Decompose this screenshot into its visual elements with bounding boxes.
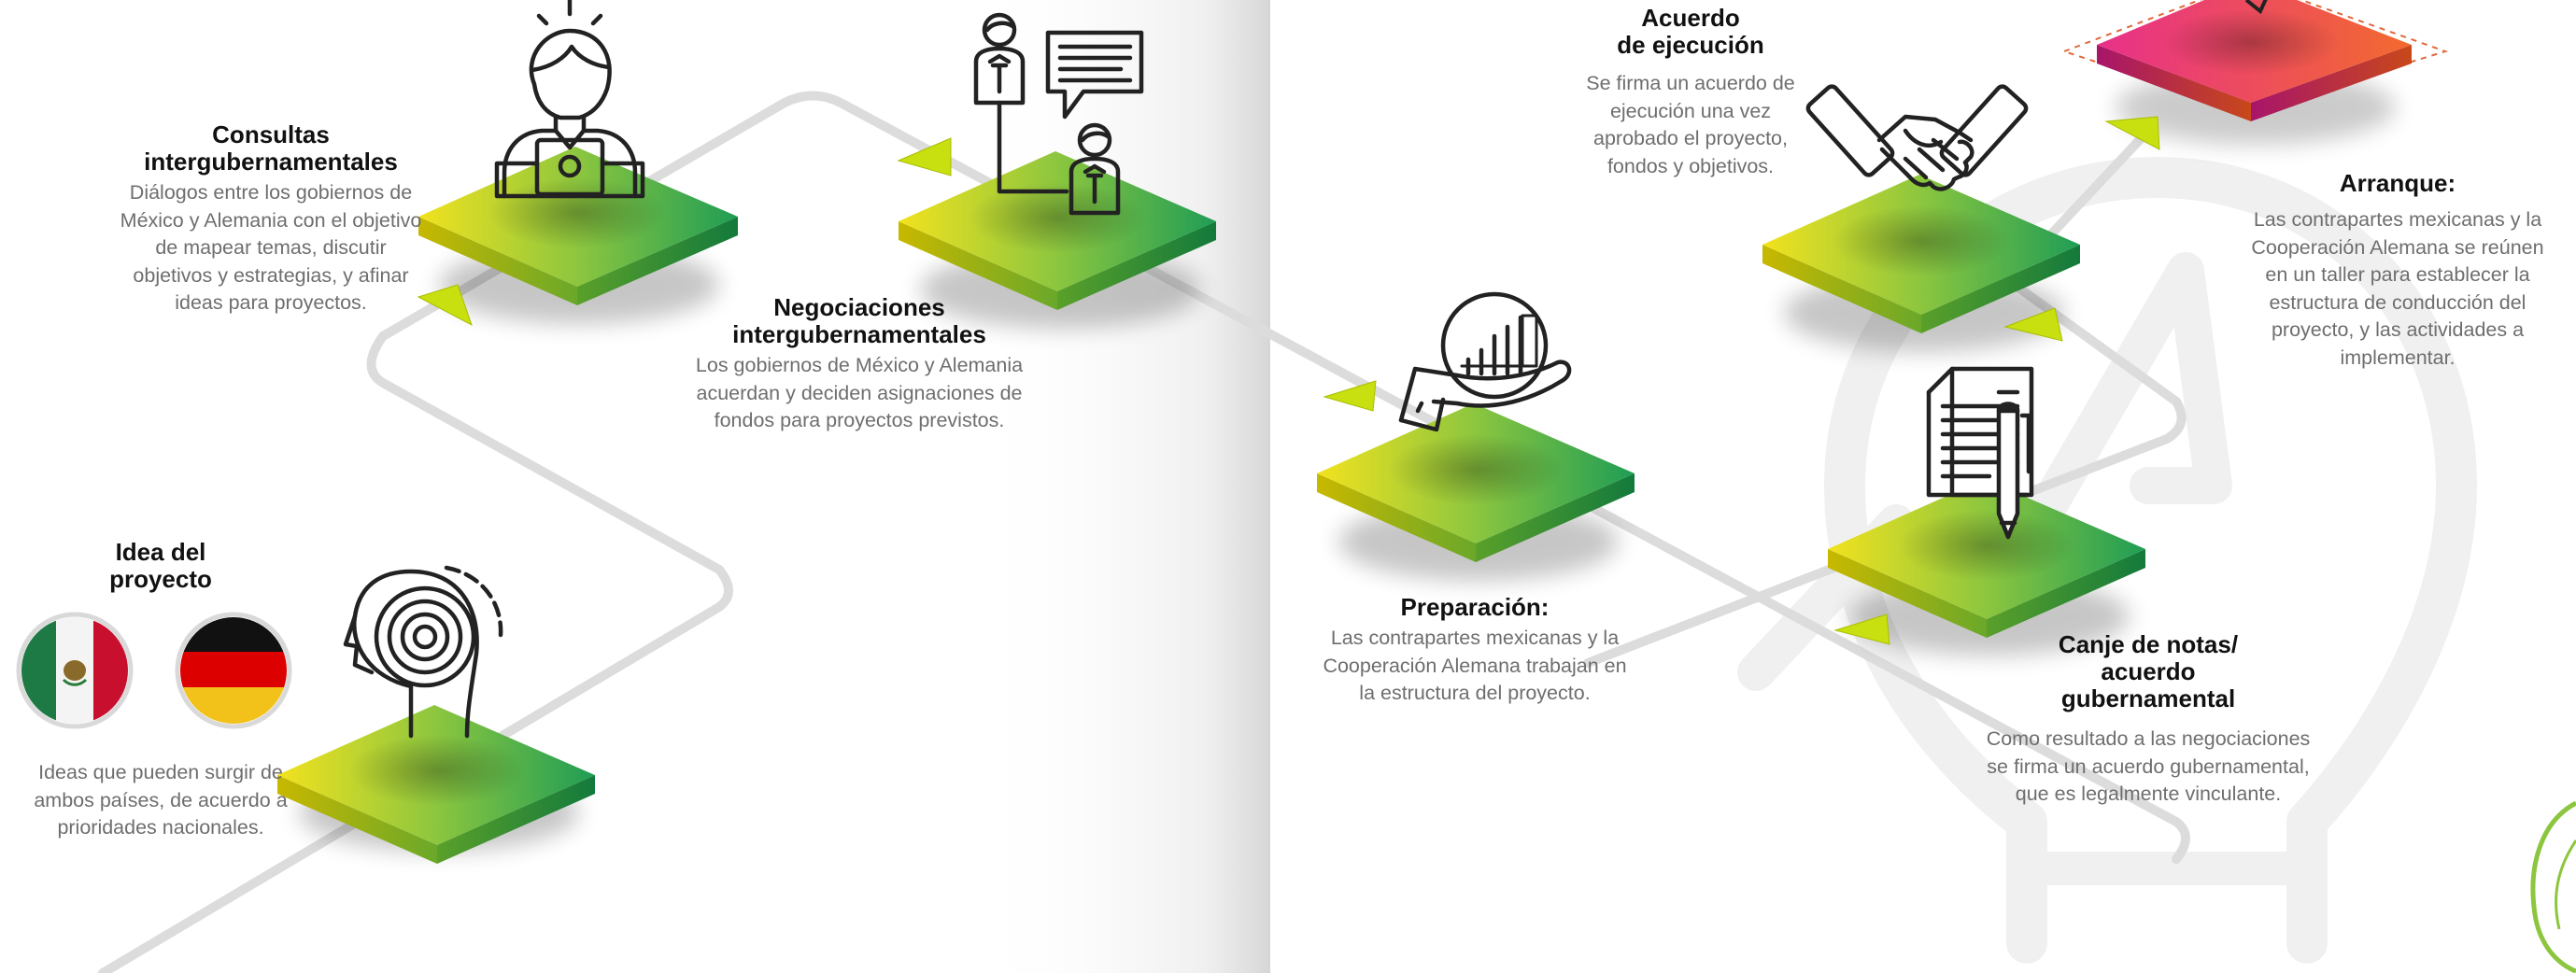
process-path-upper xyxy=(1583,126,2187,668)
handshake-icon xyxy=(1805,84,2029,191)
tile-canje xyxy=(1828,479,2145,656)
document-pen-icon xyxy=(1926,366,2034,540)
people-conversation-icon xyxy=(973,12,1144,216)
step-preparacion-title: Preparación: xyxy=(1400,593,1550,621)
process-path xyxy=(98,91,2190,973)
tile-acuerdo xyxy=(1762,175,2080,352)
person-at-laptop-icon xyxy=(494,0,645,199)
step-idea: Idea del proyecto Ideas que pueden surgi… xyxy=(2,539,319,842)
step-preparacion-description: Las contrapartes mexicanas y la Cooperac… xyxy=(1323,627,1627,704)
step-idea-description: Ideas que pueden surgir de ambos países,… xyxy=(34,761,288,839)
step-acuerdo-description: Se firma un acuerdo de ejecución una vez… xyxy=(1586,72,1795,177)
tile-arranque xyxy=(2060,0,2449,145)
leaf-vein xyxy=(2555,839,2576,930)
step-canje-title: Canje de notas/ acuerdo gubernamental xyxy=(2058,630,2239,712)
step-arranque: Arranque: Las contrapartes mexicanas y l… xyxy=(2242,170,2554,372)
step-arranque-title: Arranque: xyxy=(2339,169,2456,197)
step-consultas-title: Consultas intergubernamentales xyxy=(144,120,398,176)
arrow-4 xyxy=(1833,613,1890,645)
step-acuerdo: Acuerdo de ejecución Se firma un acuerdo… xyxy=(1569,5,1812,180)
step-negociaciones-title: Negociaciones intergubernamentales xyxy=(732,293,986,348)
germany-flag xyxy=(173,610,294,731)
arrow-2 xyxy=(897,137,952,176)
step-canje-description: Como resultado a las negociaciones se fi… xyxy=(1986,727,2311,805)
step-acuerdo-title: Acuerdo de ejecución xyxy=(1617,4,1764,59)
step-negociaciones-description: Los gobiernos de México y Alemania acuer… xyxy=(695,354,1024,431)
tile-preparacion xyxy=(1317,403,1635,581)
arrow-3 xyxy=(1323,380,1377,412)
flow-arrows xyxy=(417,116,2160,645)
step-arranque-description: Las contrapartes mexicanas y la Cooperac… xyxy=(2251,208,2544,369)
tile-idea xyxy=(277,705,595,864)
step-consultas: Consultas intergubernamentales Diálogos … xyxy=(110,121,432,317)
page-spine-shadow xyxy=(971,0,1270,973)
step-negociaciones: Negociaciones intergubernamentales Los g… xyxy=(689,294,1029,435)
step-canje: Canje de notas/ acuerdo gubernamental Co… xyxy=(1980,631,2316,809)
leaf-icon xyxy=(2530,800,2576,973)
arrow-6 xyxy=(2104,116,2160,150)
rocket-icon xyxy=(2244,0,2268,15)
tile-negociaciones xyxy=(899,151,1216,329)
hand-growth-chart-icon xyxy=(1398,291,1572,432)
step-idea-title: Idea del proyecto xyxy=(109,538,212,593)
step-consultas-description: Diálogos entre los gobiernos de México y… xyxy=(120,181,422,314)
arrow-5 xyxy=(2003,307,2063,342)
mexico-flag xyxy=(14,610,135,731)
head-target-icon xyxy=(343,565,503,739)
step-preparacion: Preparación: Las contrapartes mexicanas … xyxy=(1313,594,1636,708)
arrow-1 xyxy=(417,284,473,327)
